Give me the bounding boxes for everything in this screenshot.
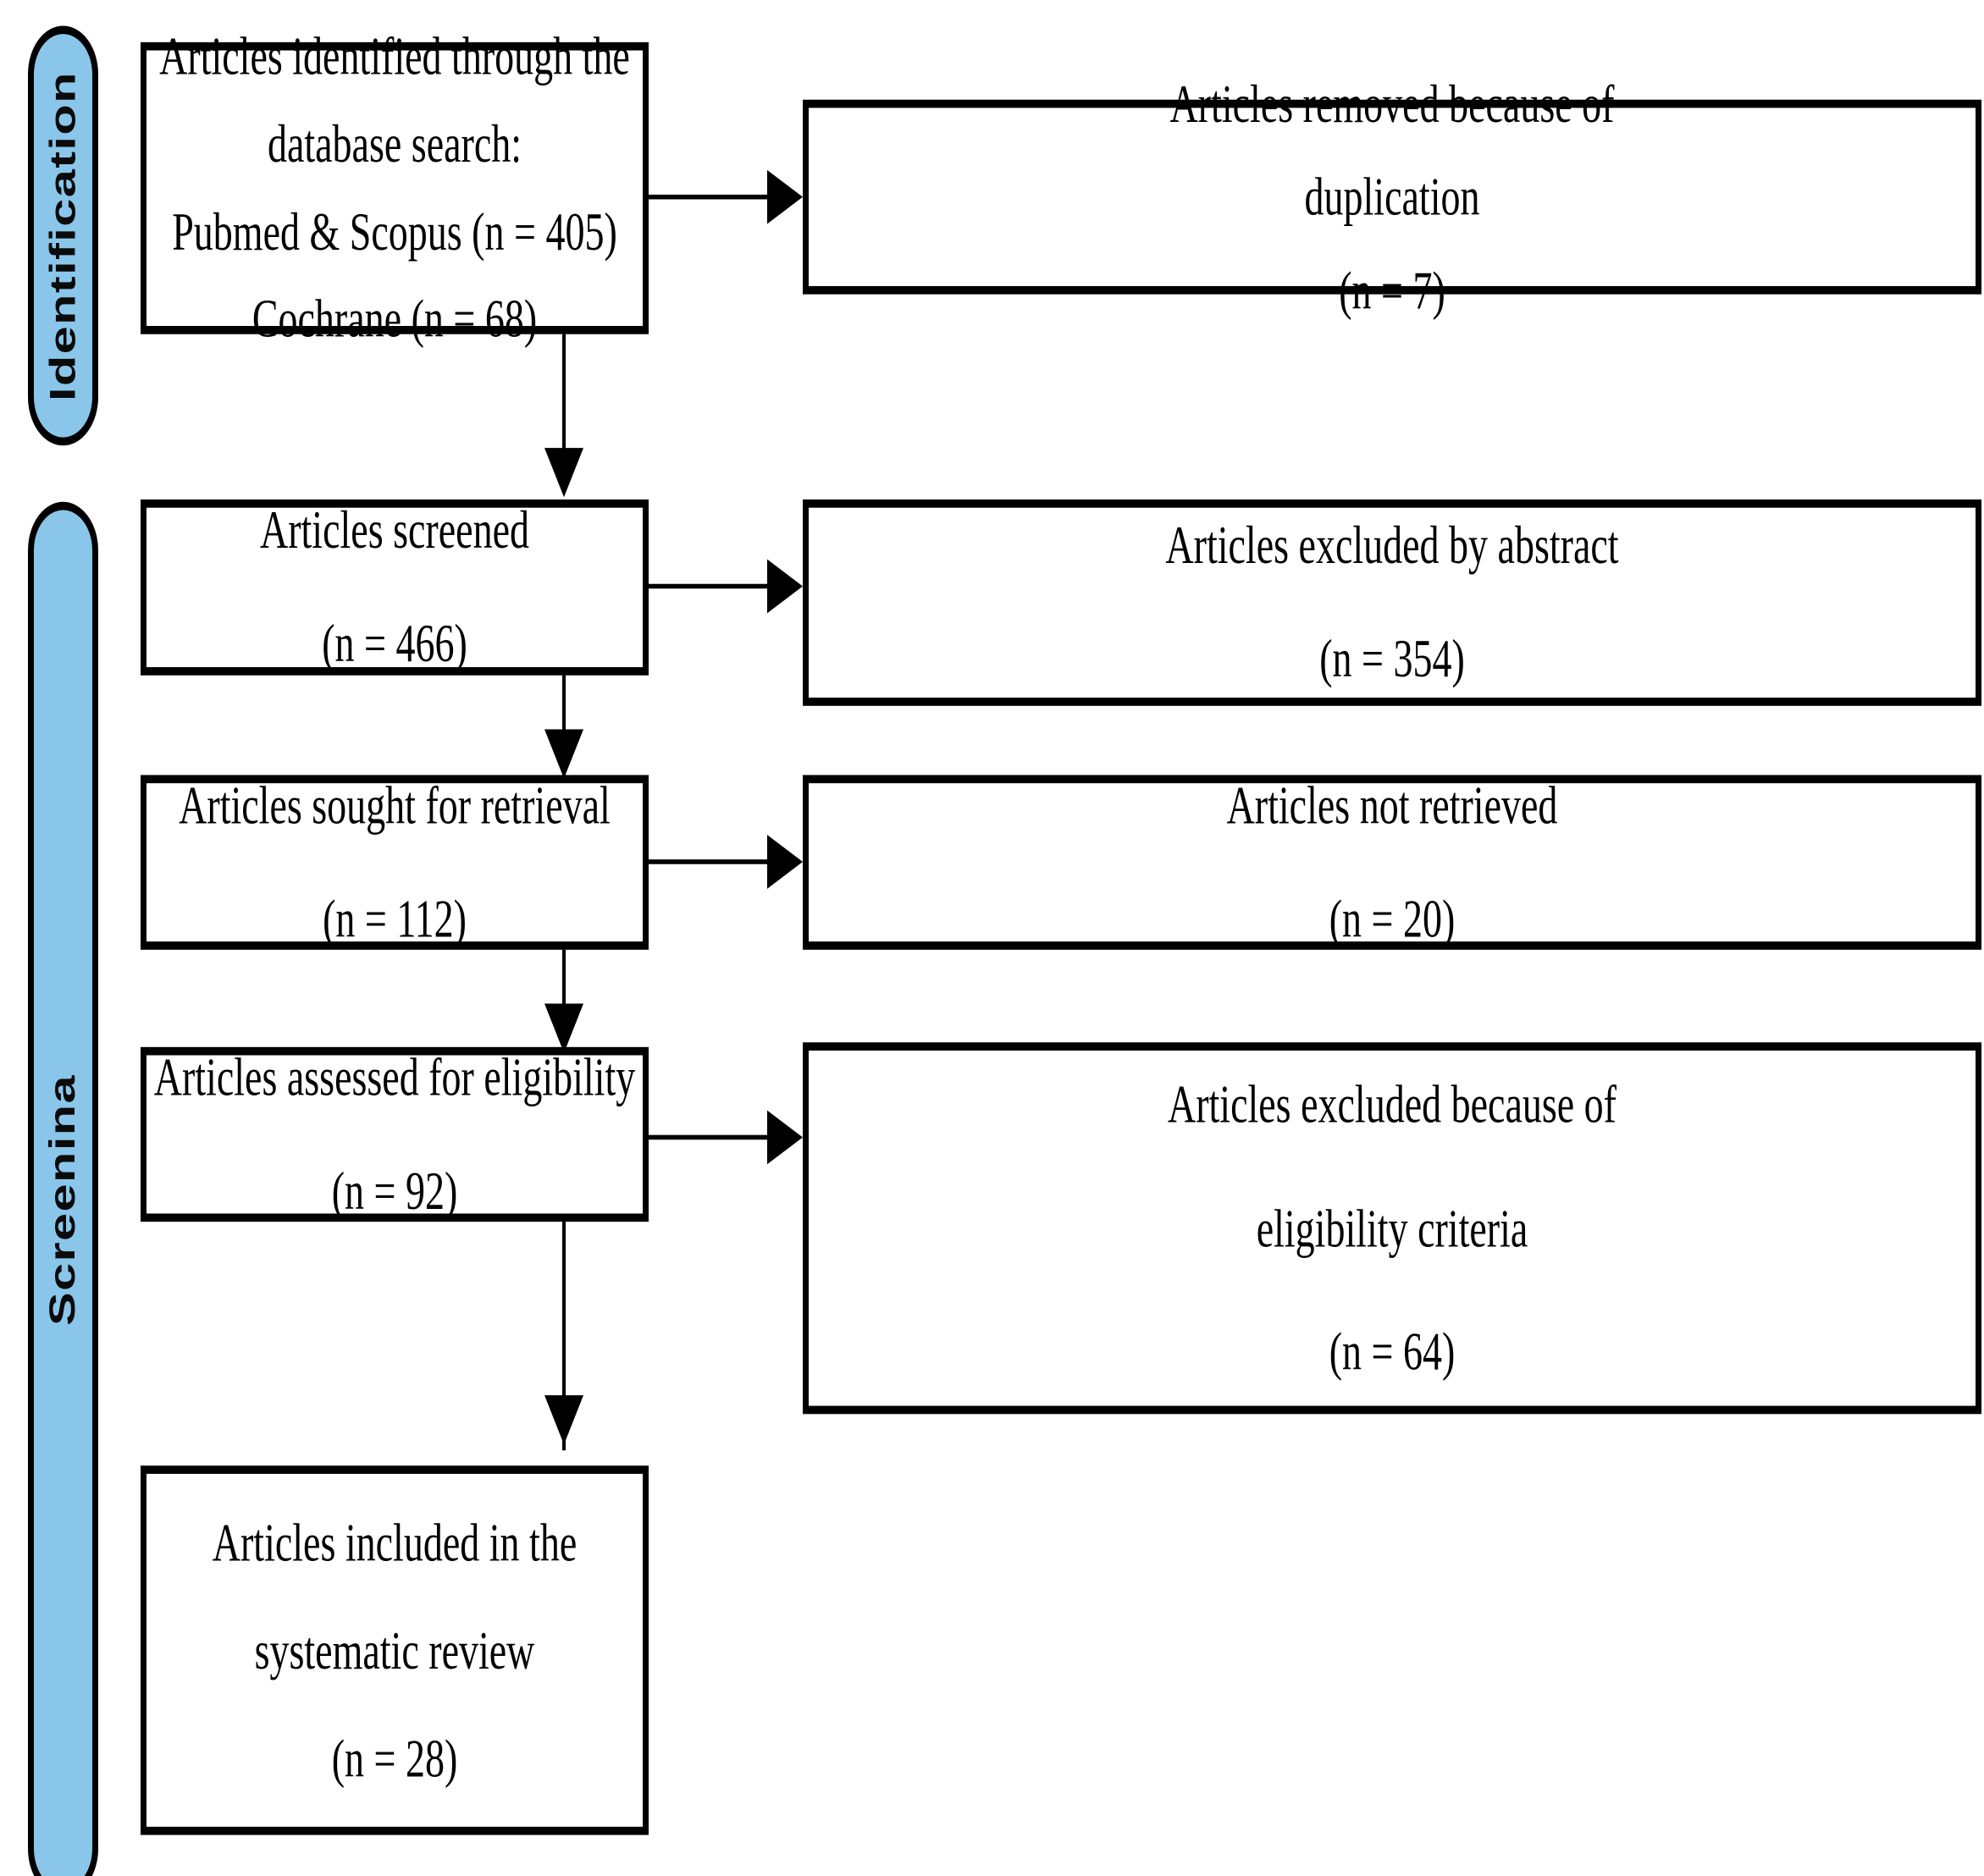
box-line: (n = 466) <box>322 613 467 673</box>
stage-label-screening: Screenina <box>42 1073 83 1326</box>
box-line: (n = 20) <box>1329 888 1456 948</box>
box-articles-excluded-abstract: Articles excluded by abstract (n = 354) <box>803 499 1981 706</box>
box-line: (n = 64) <box>1329 1321 1456 1382</box>
box-articles-screened: Articles screened (n = 466) <box>141 499 649 676</box>
box-line: eligibility criteria <box>1256 1197 1528 1258</box>
box-line: (n = 112) <box>323 888 467 948</box>
box-articles-not-retrieved: Articles not retrieved (n = 20) <box>803 775 1981 950</box>
box-line: Articles assessed for eligibility <box>153 1046 636 1107</box>
arrowhead-screened-to-excluded-abstract <box>767 559 803 614</box>
arrowhead-identified-to-duplicates <box>767 169 803 224</box>
arrowhead-sought-to-assessed <box>544 1003 583 1053</box>
box-line: duplication <box>1304 167 1480 227</box>
box-line: Articles not retrieved <box>1226 775 1558 835</box>
connector-assessed-to-included <box>562 1222 566 1451</box>
arrowhead-sought-to-not-retrieved <box>767 835 803 889</box>
box-line: Articles identified through the <box>159 26 630 86</box>
arrowhead-screened-to-sought <box>544 729 583 779</box>
box-articles-assessed-eligibility: Articles assessed for eligibility (n = 9… <box>141 1047 649 1222</box>
box-line: (n = 7) <box>1339 259 1445 320</box>
box-line: database search: <box>267 113 522 174</box>
box-line: Cochrane (n = 68) <box>251 288 538 349</box>
stage-pill-screening: Screenina <box>28 501 98 1876</box>
arrowhead-identified-to-screened <box>544 448 583 498</box>
box-line: Pubmed & Scopus (n = 405) <box>172 201 617 262</box>
box-line: (n = 354) <box>1319 628 1465 688</box>
connector-screened-to-excluded-abstract <box>649 583 769 589</box>
box-line: Articles included in the <box>212 1511 578 1572</box>
stage-label-identification: Identification <box>42 70 83 401</box>
connector-sought-to-not-retrieved <box>649 859 769 864</box>
box-line: (n = 28) <box>331 1727 458 1788</box>
box-articles-identified: Articles identified through the database… <box>141 26 649 348</box>
box-line: Articles excluded by abstract <box>1165 515 1619 576</box>
arrowhead-assessed-to-included <box>544 1395 583 1445</box>
box-line: (n = 92) <box>331 1160 458 1221</box>
box-line: Articles removed because of <box>1169 74 1615 135</box>
box-articles-included-review: Articles included in the systematic revi… <box>141 1465 649 1835</box>
arrowhead-assessed-to-excluded-eligibility <box>767 1110 803 1165</box>
connector-identified-to-screened <box>562 334 566 487</box>
box-line: Articles sought for retrieval <box>179 775 611 835</box>
stage-pill-identification: Identification <box>28 25 98 446</box>
box-articles-sought-retrieval: Articles sought for retrieval (n = 112) <box>141 775 649 950</box>
box-articles-excluded-eligibility: Articles excluded because of eligibility… <box>803 1042 1981 1415</box>
box-line: Articles screened <box>259 499 529 560</box>
connector-assessed-to-excluded-eligibility <box>649 1134 769 1140</box>
connector-identified-to-duplicates <box>649 194 769 200</box>
box-line: Articles excluded because of <box>1167 1073 1617 1134</box>
box-line: systematic review <box>254 1619 535 1680</box>
box-articles-removed-duplication: Articles removed because of duplication … <box>803 74 1981 319</box>
